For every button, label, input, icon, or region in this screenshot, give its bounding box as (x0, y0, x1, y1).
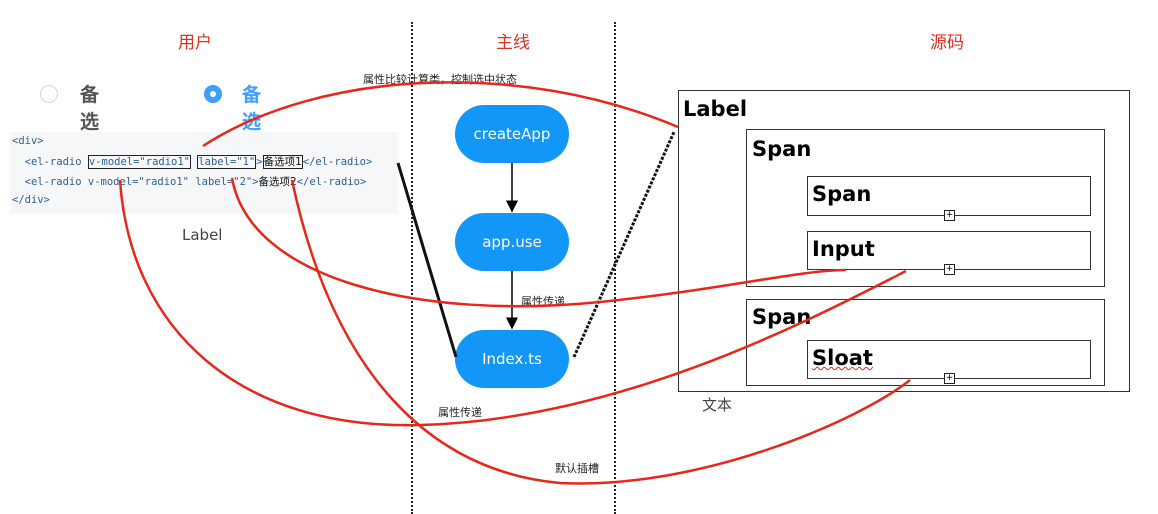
slot-text-highlight: 备选项1 (262, 155, 303, 169)
source-column-header: 源码 (930, 33, 964, 53)
text-caption: 文本 (702, 396, 733, 414)
code-token: <el-radio (12, 156, 88, 168)
box-sloat-title: Sloat (812, 346, 873, 370)
link-index-to-label (572, 131, 676, 358)
label-attr-highlight: label="1" (197, 155, 257, 169)
annotation-default-slot: 默认插槽 (555, 462, 599, 475)
curve-label-attr-to-input (230, 177, 847, 308)
code-token: </el-radio> (302, 156, 373, 168)
curve-radio-to-input (118, 179, 907, 427)
link-code-to-index (396, 162, 458, 358)
mainline-column-header: 主线 (496, 33, 530, 53)
user-column-header: 用户 (178, 33, 212, 53)
annotation-prop-pass: 属性传递 (438, 406, 482, 419)
radio-option-1-circle[interactable] (40, 85, 58, 103)
node-app-use: app.use (455, 213, 569, 271)
box-sloat: Sloat (807, 340, 1091, 379)
box-span-inner-title: Span (812, 182, 872, 206)
code-line-div-open: <div> (12, 135, 44, 147)
box-input-title: Input (812, 237, 875, 261)
box-span-second-title: Span (752, 305, 812, 329)
column-divider-right (614, 22, 616, 514)
code-token: 备选项2 (258, 176, 297, 188)
radio-option-2-circle[interactable] (204, 85, 222, 103)
node-createapp: createApp (455, 105, 569, 163)
column-divider-left (411, 22, 413, 514)
curve-slot-to-sloat (290, 179, 911, 485)
expand-icon[interactable]: + (944, 373, 955, 384)
user-label-caption: Label (182, 226, 223, 244)
expand-icon[interactable]: + (944, 210, 955, 221)
code-line-div-close: </div> (12, 194, 50, 206)
code-token: > (256, 156, 263, 168)
curve-vmodel-to-label (202, 81, 679, 148)
code-line-radio-1: <el-radio v-model="radio1" label="1">备选项… (12, 154, 372, 169)
box-span-outer-title: Span (752, 137, 812, 161)
annotation-curves (118, 81, 911, 485)
code-token: </el-radio> (296, 176, 367, 188)
box-label-title: Label (683, 97, 748, 121)
code-token: <el-radio v-model="radio1" label="2"> (12, 176, 259, 188)
expand-icon[interactable]: + (944, 264, 955, 275)
code-line-radio-2: <el-radio v-model="radio1" label="2">备选项… (12, 174, 367, 189)
vmodel-highlight: v-model="radio1" (87, 155, 192, 169)
node-index-ts: Index.ts (455, 330, 569, 388)
